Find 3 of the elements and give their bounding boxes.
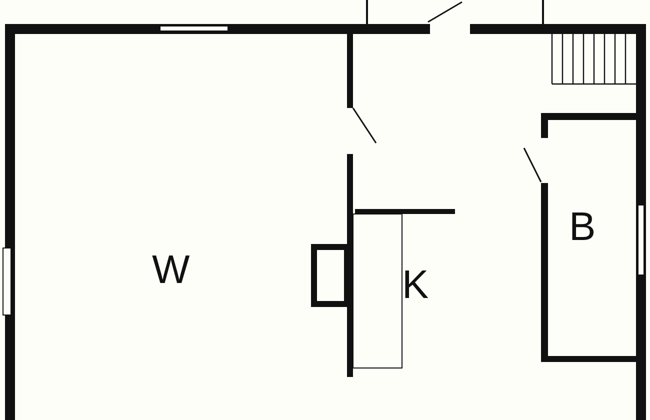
room-label: W — [152, 250, 190, 290]
room-label: K — [402, 265, 429, 305]
room-label: B — [569, 207, 596, 247]
